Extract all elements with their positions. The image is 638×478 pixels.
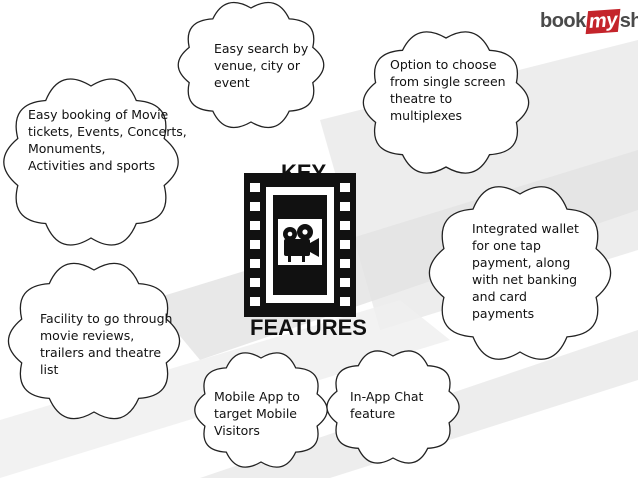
bookmyshow-logo: book my show: [540, 6, 638, 36]
film-strip-icon: [244, 173, 356, 317]
feature-text-wallet: Integrated wallet for one tap payment, a…: [472, 220, 579, 322]
feature-text-reviews: Facility to go through movie reviews, tr…: [40, 310, 172, 378]
cloud-chat: In-App Chat feature: [326, 348, 460, 466]
feature-line: Visitors: [214, 423, 260, 438]
feature-line: payment, along: [472, 255, 571, 270]
feature-line: In-App Chat: [350, 389, 424, 404]
feature-line: Integrated wallet: [472, 221, 579, 236]
feature-line: list: [40, 362, 59, 377]
feature-text-chat: In-App Chat feature: [350, 388, 423, 422]
logo-text-show: show: [619, 9, 638, 32]
feature-line: payments: [472, 306, 535, 321]
cloud-reviews: Facility to go through movie reviews, tr…: [7, 262, 181, 420]
cloud-screen-choice: Option to choose from single screen thea…: [362, 30, 530, 175]
feature-line: multiplexes: [390, 108, 463, 123]
feature-line: Easy booking of Movie: [28, 107, 169, 122]
logo-text-book: book: [540, 9, 586, 32]
feature-line: event: [214, 75, 250, 90]
feature-line: Facility to go through: [40, 311, 173, 326]
feature-line: Easy search by: [214, 41, 309, 56]
feature-line: and card: [472, 289, 527, 304]
feature-line: movie reviews,: [40, 328, 135, 343]
feature-line: theatre to: [390, 91, 453, 106]
feature-line: with net banking: [472, 272, 578, 287]
feature-line: feature: [350, 406, 396, 421]
logo-text-my: my: [585, 8, 621, 34]
center-title-features: FEATURES: [250, 315, 367, 340]
feature-line: tickets, Events, Concerts,: [28, 124, 187, 139]
cloud-easy-search: Easy search by venue, city or event: [177, 0, 325, 130]
feature-line: Activities and sports: [28, 158, 156, 173]
feature-text-screen-choice: Option to choose from single screen thea…: [390, 56, 506, 124]
feature-line: Monuments,: [28, 141, 106, 156]
cloud-easy-booking: Easy booking of Movie tickets, Events, C…: [3, 78, 187, 246]
feature-line: Mobile App to: [214, 389, 300, 404]
feature-line: Option to choose: [390, 57, 497, 72]
feature-line: target Mobile: [214, 406, 297, 421]
feature-text-mobile-app: Mobile App to target Mobile Visitors: [214, 388, 300, 439]
feature-text-easy-search: Easy search by venue, city or event: [214, 40, 308, 91]
center-title-key: KEY: [281, 160, 327, 185]
feature-text-easy-booking: Easy booking of Movie tickets, Events, C…: [28, 106, 187, 174]
feature-line: from single screen: [390, 74, 506, 89]
cloud-wallet: Integrated wallet for one tap payment, a…: [428, 186, 612, 360]
feature-line: for one tap: [472, 238, 541, 253]
feature-line: venue, city or: [214, 58, 300, 73]
feature-line: trailers and theatre: [40, 345, 162, 360]
movie-camera-icon: [283, 224, 319, 262]
cloud-mobile-app: Mobile App to target Mobile Visitors: [194, 350, 328, 470]
